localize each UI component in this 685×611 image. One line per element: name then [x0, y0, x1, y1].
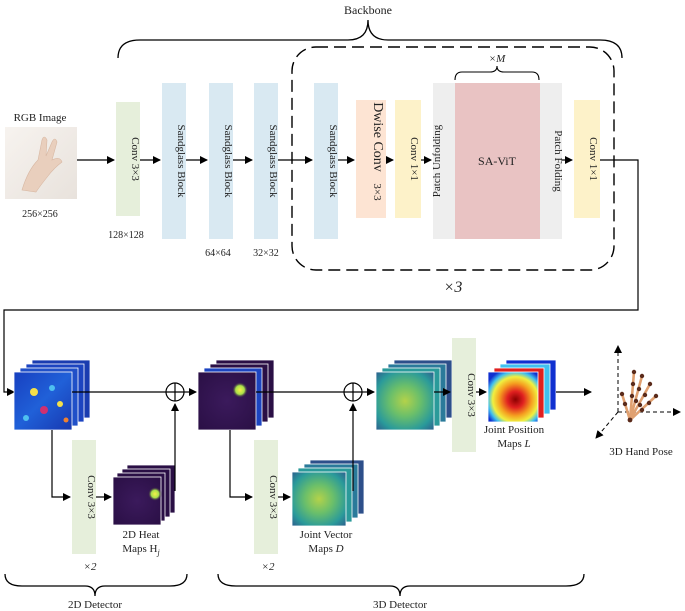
- arrow-feat-conv2d: [51, 430, 71, 501]
- conv-1x1-label-1: Conv 1×1: [408, 137, 420, 181]
- heat-maps-line2: Maps Hj: [122, 543, 160, 557]
- repeat-x2-2d: ×2: [84, 561, 97, 573]
- joint-vector-line2: Maps D: [308, 543, 343, 555]
- conv-1x1-block-1: [395, 100, 421, 218]
- feature-maps-stack: [13, 359, 91, 431]
- repeat-region: [291, 46, 615, 271]
- connector-backbone-detector: [3, 159, 639, 396]
- repeat-x3-label: ×3: [444, 279, 463, 296]
- patch-folding-block: [540, 83, 562, 239]
- combined-maps-stack: [375, 359, 453, 431]
- conv-3x3-position-label: Conv 3×3: [465, 373, 477, 417]
- hand-pose-label: 3D Hand Pose: [609, 446, 673, 458]
- joint-vector-line1: Joint Vector: [300, 529, 353, 541]
- sandglass-block-1-label: Sandglass Block: [175, 124, 187, 198]
- backbone-brace: [117, 19, 623, 59]
- res-32-label: 32×32: [253, 248, 279, 259]
- conv-3x3-block: [116, 102, 140, 216]
- arrow-fused-conv3d: [229, 430, 253, 501]
- add-node-1: [165, 382, 185, 402]
- conv-3x3-2d-label: Conv 3×3: [85, 475, 97, 519]
- sandglass-block-3: [254, 83, 278, 239]
- heat-maps-line1: 2D Heat: [123, 529, 160, 541]
- patch-unfolding-block: [433, 83, 455, 239]
- input-size-label: 256×256: [22, 209, 58, 220]
- detector2d-brace: [4, 573, 188, 597]
- dwise-conv-block: [356, 100, 386, 218]
- patch-folding-label: Patch Folding: [552, 130, 564, 192]
- conv-3x3-vector-block: [254, 440, 278, 554]
- sandglass-block-1: [162, 83, 186, 239]
- repeat-m-label: ×M: [489, 53, 506, 65]
- joint-position-line1: Joint Position: [484, 424, 545, 436]
- conv-3x3-vector-label: Conv 3×3: [267, 475, 279, 519]
- backbone-title: Backbone: [344, 3, 392, 17]
- conv-1x1-block-2: [574, 100, 600, 218]
- res-64-label: 64×64: [205, 248, 231, 259]
- sandglass-block-4: [314, 83, 338, 239]
- heat-maps-stack: [112, 464, 176, 526]
- fused-maps-stack: [197, 359, 275, 431]
- sa-vit-block: [455, 83, 540, 239]
- detector2d-title: 2D Detector: [68, 599, 122, 611]
- sa-vit-brace: [454, 65, 540, 81]
- sandglass-block-4-label: Sandglass Block: [327, 124, 339, 198]
- joint-position-line2: Maps L: [497, 438, 530, 450]
- conv-1x1-label-2: Conv 1×1: [587, 137, 599, 181]
- joint-vector-maps-stack: [291, 459, 365, 527]
- patch-unfolding-label: Patch Unfolding: [431, 124, 443, 197]
- detector3d-title: 3D Detector: [373, 599, 427, 611]
- hand-pose-3d: [595, 345, 681, 439]
- dwise-kernel-label: 3×3: [371, 183, 383, 201]
- joint-position-maps-stack: [487, 359, 557, 423]
- repeat-x2-3d: ×2: [262, 561, 275, 573]
- rgb-image-label: RGB Image: [14, 112, 67, 124]
- conv-3x3-label: Conv 3×3: [129, 137, 141, 181]
- conv-3x3-2d-block: [72, 440, 96, 554]
- sandglass-block-3-label: Sandglass Block: [267, 124, 279, 198]
- rgb-hand-image: [5, 127, 77, 199]
- sa-vit-label: SA-ViT: [478, 154, 517, 168]
- conv-3x3-position-block: [452, 338, 476, 452]
- add-node-2: [343, 382, 363, 402]
- sandglass-block-2-label: Sandglass Block: [222, 124, 234, 198]
- res-128-label: 128×128: [108, 230, 144, 241]
- detector3d-brace: [217, 573, 585, 597]
- sandglass-block-2: [209, 83, 233, 239]
- dwise-conv-label: Dwise Conv: [370, 102, 385, 172]
